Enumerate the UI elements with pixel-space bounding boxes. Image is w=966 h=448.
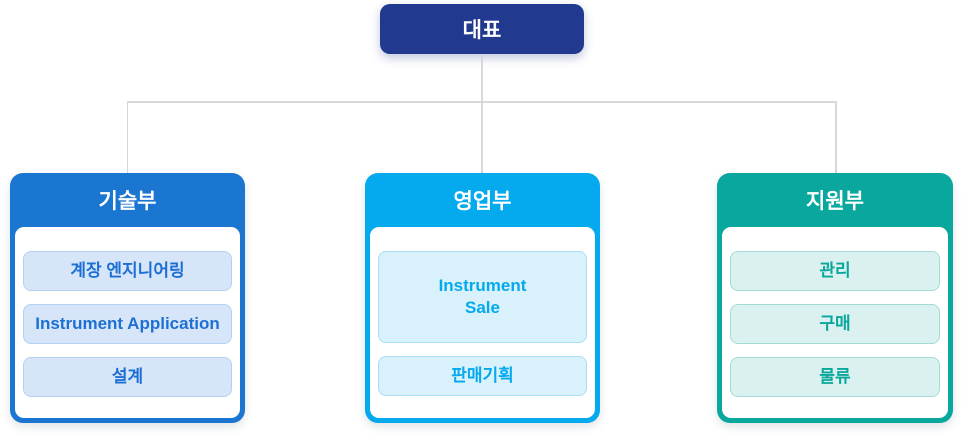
dept-item-management: 관리 bbox=[730, 251, 940, 291]
connector-horizontal-rail bbox=[127, 101, 837, 103]
connector-drop-tech bbox=[126, 101, 128, 173]
dept-body-sales: Instrument Sale 판매기획 bbox=[370, 227, 595, 418]
dept-header-support: 지원부 bbox=[806, 190, 864, 213]
dept-item-instrument-application: Instrument Application bbox=[23, 304, 232, 344]
dept-item-instrument-engineering: 계장 엔지니어링 bbox=[23, 251, 232, 291]
dept-card-tech: 기술부 계장 엔지니어링 Instrument Application 설계 bbox=[10, 173, 245, 423]
dept-item-sales-planning: 판매기획 bbox=[378, 356, 587, 396]
dept-item-logistics: 물류 bbox=[730, 357, 940, 397]
ceo-node: 대표 bbox=[380, 4, 584, 54]
connector-root-to-sales bbox=[481, 54, 483, 173]
dept-item-purchasing: 구매 bbox=[730, 304, 940, 344]
connector-drop-support bbox=[835, 101, 837, 173]
dept-card-support: 지원부 관리 구매 물류 bbox=[717, 173, 953, 423]
dept-body-support: 관리 구매 물류 bbox=[722, 227, 948, 418]
dept-body-tech: 계장 엔지니어링 Instrument Application 설계 bbox=[15, 227, 240, 418]
dept-card-sales: 영업부 Instrument Sale 판매기획 bbox=[365, 173, 600, 423]
dept-item-design: 설계 bbox=[23, 357, 232, 397]
dept-header-tech: 기술부 bbox=[98, 190, 157, 213]
dept-item-instrument-sale: Instrument Sale bbox=[378, 251, 587, 343]
dept-header-sales: 영업부 bbox=[453, 190, 512, 213]
